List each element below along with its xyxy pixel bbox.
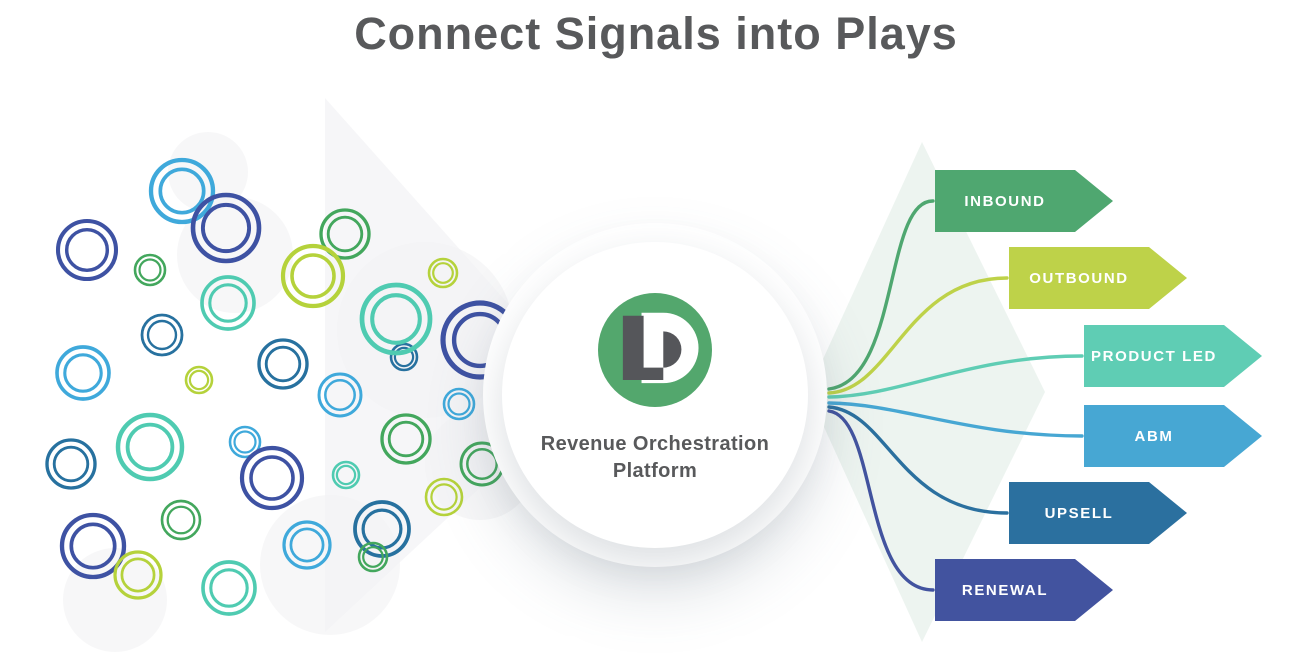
play-arrow-inbound: INBOUND (935, 170, 1113, 232)
play-label: OUTBOUND (1029, 269, 1129, 287)
play-arrow-upsell: UPSELL (1009, 482, 1187, 544)
play-arrow-renewal: RENEWAL (935, 559, 1113, 621)
platform-label-line1: Revenue Orchestration (540, 433, 770, 455)
play-label: UPSELL (1044, 504, 1114, 522)
play-label: ABM (1134, 427, 1174, 445)
play-label: PRODUCT LED (1091, 347, 1217, 365)
leandata-logo (598, 293, 712, 407)
connector-lines (827, 199, 1084, 592)
play-label: INBOUND (964, 192, 1046, 210)
faint-blobs (63, 132, 535, 652)
platform-circle: Revenue Orchestration Platform (502, 242, 808, 548)
platform-label-line2: Platform (612, 460, 698, 482)
platform-label: Revenue Orchestration Platform (541, 431, 769, 485)
page-title: Connect Signals into Plays (354, 8, 958, 59)
play-label: RENEWAL (961, 581, 1049, 599)
signal-rings (45, 157, 520, 616)
play-arrow-abm: ABM (1084, 405, 1262, 467)
play-arrow-outbound: OUTBOUND (1009, 247, 1187, 309)
play-arrow-product-led: PRODUCT LED (1084, 325, 1262, 387)
